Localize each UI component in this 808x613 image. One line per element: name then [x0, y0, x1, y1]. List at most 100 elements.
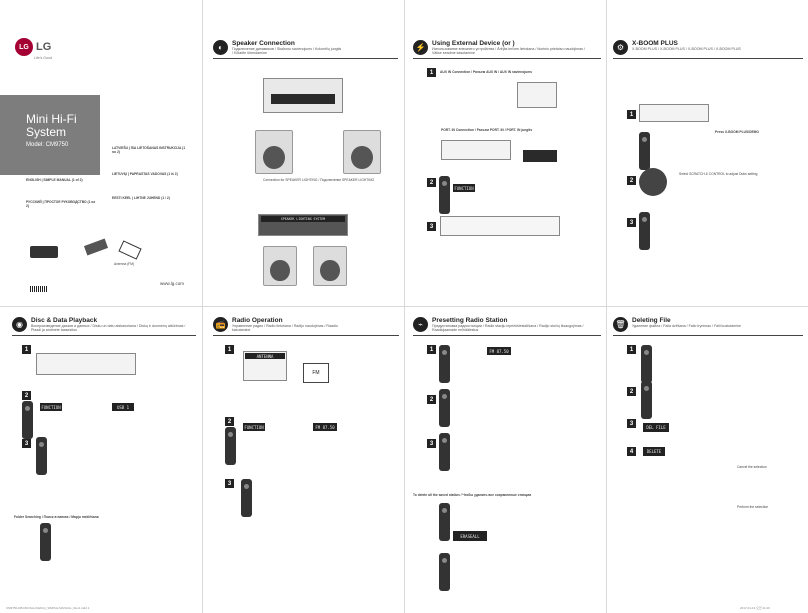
manual-line-et: EESTI KEEL | LIHTNE JUHEND (1 / 2)	[112, 196, 170, 200]
brand-slogan: Life's Good	[34, 56, 53, 60]
fm-display: FM 87.50	[487, 347, 511, 355]
fm-jack: FM	[303, 363, 329, 383]
remote-icon[interactable]	[439, 389, 450, 427]
right-speaker	[343, 130, 381, 174]
disc-icon: ◉	[12, 317, 27, 332]
step-1: 1	[627, 345, 636, 354]
header-rule	[613, 335, 803, 336]
remote-icon[interactable]	[639, 212, 650, 250]
section-title: Speaker Connection	[232, 40, 295, 47]
step-4: 4	[627, 447, 636, 456]
battery-illustration	[83, 238, 109, 256]
remote-icon[interactable]	[22, 401, 33, 439]
remote-icon[interactable]	[225, 427, 236, 465]
cable-icon: ⚡	[413, 40, 428, 55]
fm-display: FM 87.50	[313, 423, 337, 431]
section-subtitle: X-BOOM PLUS / X-BOOM PLUS / X-BOOM PLUS …	[632, 47, 741, 51]
remote-illustration	[30, 246, 58, 258]
speaker-note: Connection for SPEAKER LIGHTING / Подклю…	[263, 178, 375, 182]
radio-header: 📻 Radio Operation Управление радио / Rad…	[213, 317, 352, 333]
lg-logo-icon: LG	[15, 38, 33, 56]
cover-panel: LG LG Life's Good Mini Hi-Fi System Mode…	[0, 0, 202, 306]
remote-icon[interactable]	[641, 345, 652, 383]
step-1: 1	[22, 345, 31, 354]
delete-all-title: To delete all the saved station / Чтобы …	[413, 493, 532, 497]
trash-icon: 🗑	[613, 317, 628, 332]
remote-icon[interactable]	[639, 132, 650, 170]
perform-selection: Perform the selection	[737, 505, 769, 509]
step-3: 3	[225, 479, 234, 488]
remote-icon[interactable]	[241, 479, 252, 517]
folder-search-title: Folder Searching / Поиск в папках / Mapj…	[14, 515, 99, 519]
del-file-display: DEL FILE	[643, 423, 669, 432]
remote-icon[interactable]	[439, 345, 450, 383]
header-rule	[613, 58, 803, 59]
disc-panel: ◉ Disc & Data Playback Воспроизведение д…	[0, 307, 202, 613]
header-rule	[413, 335, 601, 336]
settings-icon: ⚙	[613, 40, 628, 55]
playback-diagram	[440, 216, 560, 236]
section-subtitle: Использование внешнего устройства / Ārēj…	[432, 47, 585, 56]
step-3: 3	[427, 439, 436, 448]
antenna-label: Antenna (FM)	[114, 262, 135, 266]
right-speaker-lit	[313, 246, 347, 286]
step-2: 2	[627, 387, 636, 396]
disc-unit	[36, 353, 136, 375]
step-1: 1	[427, 68, 436, 77]
aux-device	[517, 82, 557, 108]
antenna-illustration	[118, 240, 142, 260]
delete-header: 🗑 Deleting File Удаление файла / Faila d…	[613, 317, 752, 332]
xboom-unit	[639, 104, 709, 122]
delete-panel: 🗑 Deleting File Удаление файла / Faila d…	[607, 307, 808, 613]
section-title: Using External Device (or )	[432, 40, 515, 47]
section-subtitle: Управление радио / Radio lietošana / Rad…	[232, 324, 338, 333]
section-subtitle: Воспроизведение дисков и данных / Disku …	[31, 324, 186, 333]
remote-icon[interactable]	[439, 433, 450, 471]
step-3: 3	[627, 419, 636, 428]
remote-icon[interactable]	[40, 523, 51, 561]
step-1: 1	[627, 110, 636, 119]
left-speaker-lit	[263, 246, 297, 286]
step-3: 3	[427, 222, 436, 231]
manual-line-ru: РУССКИЙ | ПРОСТОЕ РУКОВОДСТВО (1 из 2)	[26, 200, 96, 209]
function-button[interactable]: FUNCTION	[453, 184, 475, 192]
manual-line-lv: LATVIEŠU | ĪSA LIETOŠANAS INSTRUKCIJA (1…	[112, 146, 186, 155]
section-subtitle: Предустановка радиостанции / Radio staci…	[432, 324, 584, 333]
section-subtitle: Удаление файла / Faila dzēšana / Failo t…	[632, 324, 741, 328]
radio-icon: 📻	[213, 317, 228, 332]
preset-panel: ⌁ Presetting Radio Station Предустановка…	[405, 307, 606, 613]
cover-title-block	[0, 95, 100, 175]
remote-icon[interactable]	[439, 503, 450, 541]
fold-line	[0, 306, 808, 307]
product-title: Mini Hi-Fi System	[26, 112, 77, 139]
jog-dial-icon[interactable]	[639, 168, 667, 196]
barcode	[30, 286, 48, 292]
remote-icon[interactable]	[439, 553, 450, 591]
remote-icon[interactable]	[36, 437, 47, 475]
speaker-section-icon: ◐	[213, 40, 228, 55]
header-rule	[213, 58, 398, 59]
usb-display: USB 1	[112, 403, 134, 411]
step-3: 3	[22, 439, 31, 448]
cancel-selection: Cancel the selection	[737, 465, 767, 469]
speaker-panel: ◐ Speaker Connection Подключение динамик…	[203, 0, 404, 306]
function-button[interactable]: FUNCTION	[243, 423, 265, 431]
remote-icon[interactable]	[439, 176, 450, 214]
xboom-note-2: Select SCRATCH & CONTROL to adjust Dubs …	[679, 172, 758, 176]
section-title: Presetting Radio Station	[432, 317, 508, 324]
remote-icon[interactable]	[641, 381, 652, 419]
eraseall-display: ERASEALL	[453, 531, 487, 541]
antenna-icon: ⌁	[413, 317, 428, 332]
xboom-panel: ⚙ X-BOOM PLUS X-BOOM PLUS / X-BOOM PLUS …	[607, 0, 808, 306]
function-button[interactable]: FUNCTION	[40, 403, 62, 411]
lighting-label: SPEAKER LIGHTING SYSTEM	[261, 216, 345, 222]
section-title: X-BOOM PLUS	[632, 40, 678, 47]
antenna-label: ANTENNA	[245, 353, 285, 359]
external-panel: ⚡ Using External Device (or ) Использова…	[405, 0, 606, 306]
print-footer-right: 2017-01-19 오전 11:26	[740, 606, 770, 610]
preset-header: ⌁ Presetting Radio Station Предустановка…	[413, 317, 602, 333]
xboom-note-1: Press X-BOOM PLUS/DEMO	[715, 130, 759, 134]
manual-line-en: ENGLISH | SIMPLE MANUAL (1 of 2)	[26, 178, 83, 182]
left-speaker	[255, 130, 293, 174]
port-device	[441, 140, 511, 160]
